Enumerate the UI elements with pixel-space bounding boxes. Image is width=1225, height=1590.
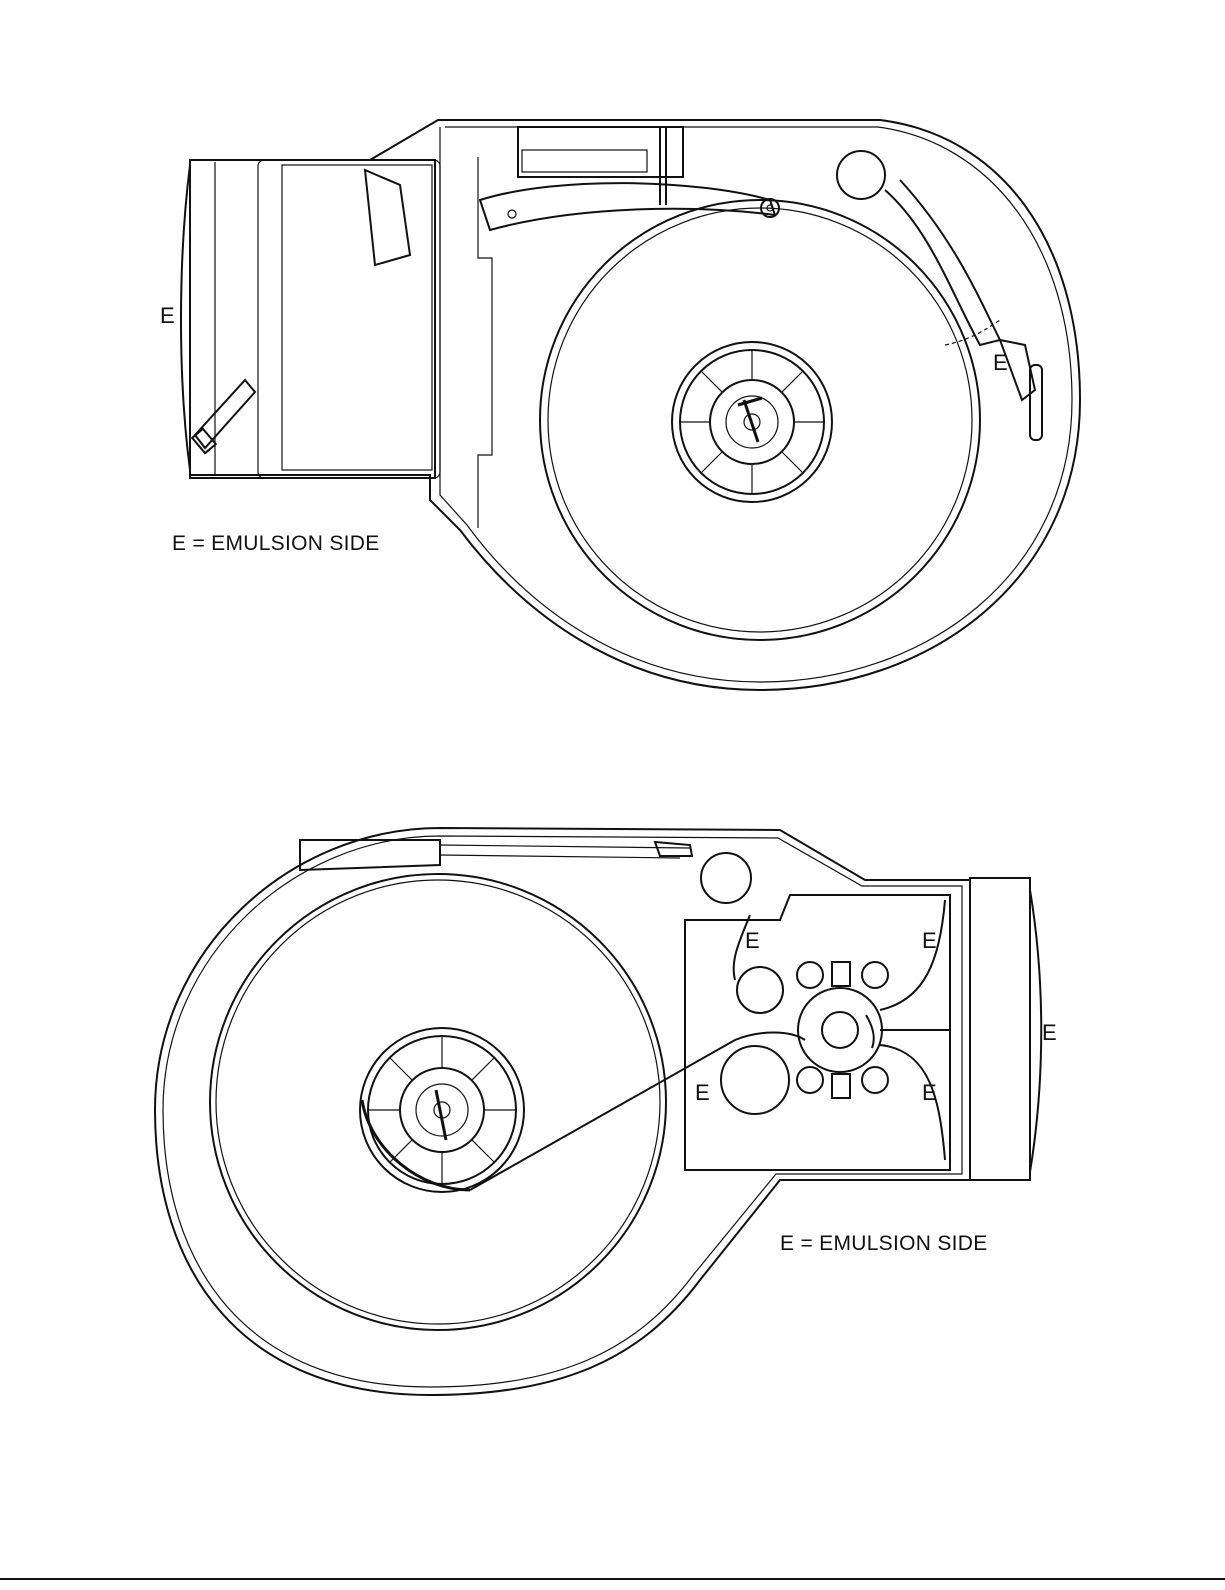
top-caption: E = EMULSION SIDE [172, 532, 380, 555]
top-housing-outline [190, 120, 1080, 690]
bottom-film-path [470, 1033, 805, 1191]
top-emulsion-mark-right: E [993, 350, 1008, 375]
bottom-magazine-diagram [155, 828, 1041, 1395]
bottom-emulsion-mark-3: E [1042, 1020, 1057, 1045]
bottom-right-plate [970, 878, 1030, 1180]
bottom-mechanism-compartment [685, 895, 950, 1170]
bottom-emulsion-mark-2: E [922, 928, 937, 953]
bottom-caption: E = EMULSION SIDE [780, 1232, 988, 1255]
page-bottom-rule [0, 1578, 1225, 1580]
top-emulsion-mark-left: E [160, 303, 175, 328]
top-lever-arm [480, 183, 775, 230]
bottom-reel [360, 1028, 524, 1192]
top-left-compartment [190, 160, 435, 478]
bottom-upper-roller [701, 853, 751, 903]
top-reel [672, 342, 832, 502]
bottom-emulsion-mark-5: E [922, 1080, 937, 1105]
bottom-emulsion-mark-4: E [695, 1080, 710, 1105]
top-magazine-diagram [181, 120, 1080, 690]
bottom-housing-outline [155, 828, 970, 1395]
bottom-emulsion-mark-1: E [745, 928, 760, 953]
top-window [365, 170, 410, 265]
top-upper-roller [837, 151, 885, 199]
bottom-sprocket [798, 988, 882, 1072]
